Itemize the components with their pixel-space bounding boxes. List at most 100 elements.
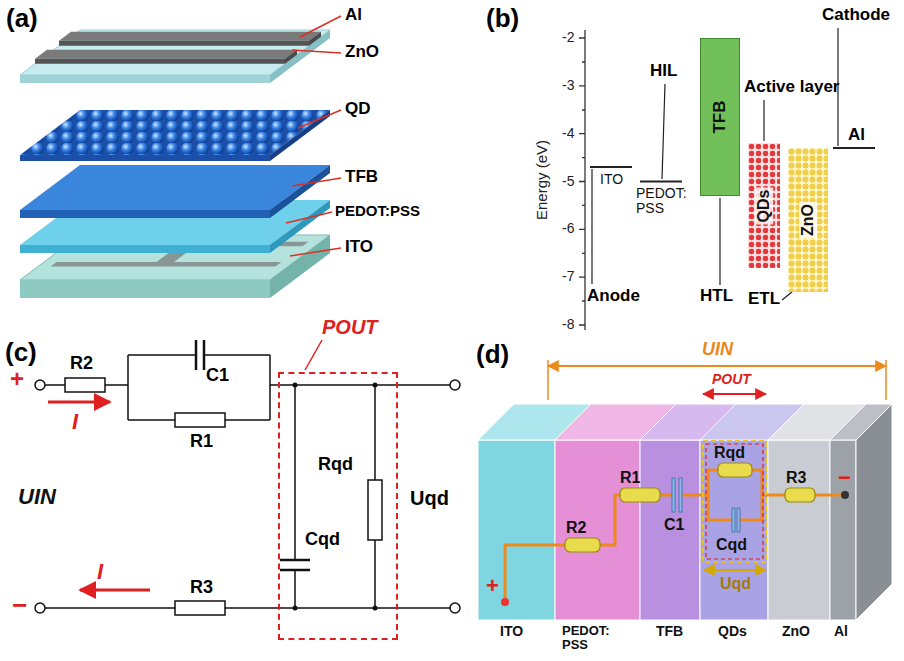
- component-label: R1: [190, 432, 213, 452]
- terminal-symbol: [35, 603, 45, 613]
- terminal-symbol: [35, 380, 45, 390]
- axis-tick: -6: [562, 221, 574, 236]
- layer-label: TFB: [656, 624, 683, 639]
- current-label: I: [97, 560, 103, 584]
- output-region: [703, 441, 766, 562]
- ito-glass-layer: [20, 280, 270, 298]
- resistor-symbol: [565, 538, 600, 552]
- terminal-sign: −: [12, 591, 27, 620]
- resistor-symbol: [368, 480, 382, 540]
- axis-tick: -4: [562, 126, 574, 141]
- layer-label: ITO: [345, 238, 373, 257]
- component-label: R2: [566, 519, 586, 537]
- current-label: I: [72, 410, 78, 434]
- leader-line: [763, 100, 764, 141]
- leader-line: [286, 16, 341, 256]
- junction-dot: [373, 383, 378, 388]
- node-text: POUT: [322, 316, 378, 338]
- leader-line: [290, 248, 341, 256]
- voltage-label: UIN: [18, 485, 56, 509]
- layer-label: Al: [345, 6, 362, 25]
- junction-dot: [373, 606, 378, 611]
- leader-line: [719, 198, 720, 285]
- capacitor-symbol: [196, 340, 310, 570]
- capacitor-symbol: [732, 508, 735, 532]
- leader-line: [300, 16, 341, 37]
- component-label: Rqd: [318, 455, 353, 475]
- axis-title: Energy (eV): [534, 140, 551, 220]
- level-label: ETL: [748, 290, 780, 309]
- energy-level: [640, 181, 682, 183]
- layer-label: QD: [345, 100, 371, 119]
- component-label: R1: [620, 469, 640, 487]
- node-text: QDs: [755, 187, 773, 224]
- layer-label: ITO: [500, 624, 523, 639]
- aluminium-electrode: [59, 32, 321, 41]
- panel-letter: (a): [6, 4, 38, 33]
- level-label: HTL: [700, 287, 733, 306]
- terminal-symbol: [841, 491, 849, 499]
- resistor-symbol: [65, 378, 105, 392]
- junction-dot: [293, 606, 298, 611]
- layer-label: PEDOT:PSS: [335, 203, 420, 220]
- axis-tick: -2: [562, 30, 574, 45]
- energy-axis: [582, 62, 585, 301]
- capacitor-symbol: [737, 508, 740, 532]
- zno-layer: [20, 30, 330, 83]
- resistor-symbol: [565, 463, 815, 552]
- current-arrow: [48, 402, 150, 590]
- voltage-arrow: [548, 360, 886, 570]
- layer-label: QDs: [718, 624, 747, 639]
- level-label: Anode: [587, 287, 640, 306]
- component-label: Rqd: [714, 444, 745, 462]
- output-region: [706, 444, 763, 559]
- voltage-arrow: [548, 365, 886, 367]
- aluminium-electrode: [35, 59, 285, 64]
- leader-line: [292, 50, 341, 53]
- voltage-label: UIN: [702, 340, 733, 360]
- node-text: ZnO: [799, 202, 817, 238]
- component-label: C1: [664, 516, 684, 534]
- layer-label: PEDOT: PSS: [562, 624, 618, 653]
- device-block: [478, 440, 555, 620]
- layer-label: Al: [834, 624, 848, 639]
- resistor-symbol: [620, 488, 660, 502]
- circuit-wire: [45, 355, 450, 608]
- device-block: [478, 404, 892, 620]
- voltage-arrow: [703, 393, 766, 395]
- aluminium-electrode: [59, 41, 309, 46]
- device-block: [555, 440, 640, 620]
- leader-line: [305, 340, 322, 370]
- node-text: TFB: [711, 100, 730, 133]
- leader-line: [298, 110, 341, 128]
- device-block: [700, 440, 768, 620]
- leader-line: [592, 28, 838, 300]
- terminal-symbol: [450, 603, 460, 613]
- panel-letter: (d): [476, 340, 509, 369]
- level-label: Active layer: [744, 78, 839, 97]
- layer-label: ZnO: [782, 624, 810, 639]
- resistor-symbol: [718, 463, 752, 477]
- aluminium-electrode: [309, 32, 321, 46]
- leader-line: [286, 212, 332, 223]
- axis-tick: -5: [562, 174, 574, 189]
- resistor-symbol: [175, 601, 225, 615]
- pedot-layer: [20, 245, 270, 253]
- capacitor-symbol: [679, 478, 682, 512]
- panel-letter: (c): [5, 338, 37, 367]
- zno-layer: [20, 75, 270, 83]
- leader-line: [591, 169, 592, 284]
- axis-tick: -8: [562, 317, 574, 332]
- device-block: [830, 440, 856, 620]
- device-wire: [505, 470, 845, 600]
- layer-label: ZnO: [345, 43, 379, 62]
- terminal-sign: +: [10, 366, 24, 392]
- resistor-symbol: [65, 378, 382, 615]
- terminal-symbol: [501, 598, 509, 606]
- component-label: Cqd: [305, 530, 340, 550]
- terminal-sign: +: [486, 574, 499, 598]
- ito-glass-layer: [51, 262, 282, 267]
- energy-axis: [579, 30, 585, 330]
